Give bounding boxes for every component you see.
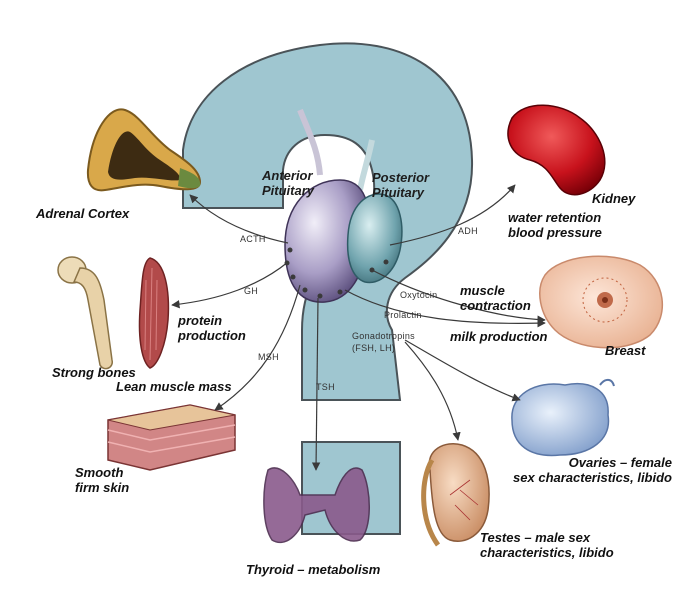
arrow-gh <box>171 261 289 309</box>
arrow-msh <box>214 284 301 411</box>
label-anterior-pituitary: Anterior Pituitary <box>262 168 315 198</box>
label-smooth-skin: Smooth firm skin <box>75 465 130 495</box>
label-water-retention: water retention blood pressure <box>508 210 602 240</box>
kidney-image <box>507 104 606 196</box>
label-adrenal-cortex: Adrenal Cortex <box>36 206 130 221</box>
label-testes: Testes – male sex characteristics, libid… <box>480 530 614 560</box>
pituitary-gland <box>284 108 403 303</box>
testes-image <box>421 443 490 547</box>
label-acth: ACTH <box>240 234 266 244</box>
adrenal-cortex-image <box>86 108 202 192</box>
arrow-prolactin <box>344 289 546 328</box>
label-thyroid: Thyroid – metabolism <box>246 562 381 577</box>
arrow-testes <box>404 341 461 441</box>
bone-image <box>57 256 113 370</box>
label-strong-bones: Strong bones <box>52 365 136 380</box>
label-lean-muscle: Lean muscle mass <box>116 379 232 394</box>
label-breast: Breast <box>605 343 646 358</box>
thyroid-image <box>263 467 370 544</box>
muscle-image <box>138 257 170 369</box>
label-protein-production: protein production <box>178 313 246 343</box>
label-msh: MSH <box>258 352 279 362</box>
label-adh: ADH <box>458 226 478 236</box>
skin-image <box>107 404 236 471</box>
label-gh: GH <box>244 286 259 296</box>
label-kidney: Kidney <box>592 191 636 206</box>
label-gonadotropins: Gonadotropins (FSH, LH) <box>352 331 415 353</box>
arrow-tsh <box>311 297 321 471</box>
label-oxytocin: Oxytocin <box>400 290 438 300</box>
label-ovaries: Ovaries – female sex characteristics, li… <box>513 455 672 485</box>
arrow-adh <box>389 184 516 246</box>
breast-image <box>539 255 664 349</box>
arrow-acth <box>189 194 289 244</box>
arrow-oxytocin <box>371 269 546 324</box>
ovaries-image <box>511 378 615 457</box>
label-tsh: TSH <box>316 382 335 392</box>
label-prolactin: Prolactin <box>384 310 422 320</box>
label-posterior-pituitary: Posterior Pituitary <box>372 170 430 200</box>
arrow-ovaries <box>404 339 521 402</box>
label-muscle-contraction: muscle contraction <box>460 283 531 313</box>
label-milk-production: milk production <box>450 329 548 344</box>
posterior-lobe <box>346 193 403 284</box>
